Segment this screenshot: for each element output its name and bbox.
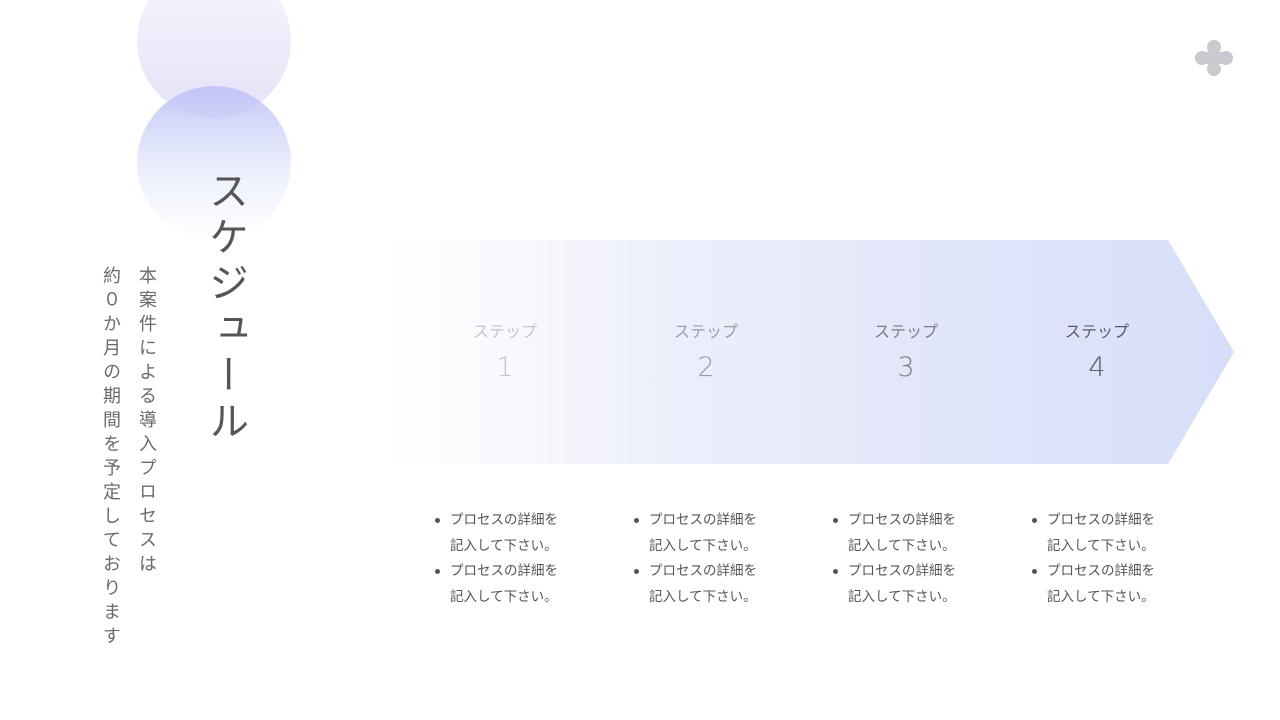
detail-text-line: プロセスの詳細を <box>450 563 558 579</box>
detail-text-line: プロセスの詳細を <box>1047 512 1155 528</box>
step-number: 2 <box>697 352 715 383</box>
step-2: ステップ 2 <box>636 318 776 383</box>
detail-text-line: 記入して下さい。 <box>649 588 757 605</box>
step-1: ステップ 1 <box>435 318 575 383</box>
step-number: 3 <box>897 352 915 383</box>
detail-text-line: プロセスの詳細を <box>1047 563 1155 579</box>
decorative-circle-bottom <box>137 86 291 240</box>
step-1-details: プロセスの詳細を 記入して下さい。 プロセスの詳細を 記入して下さい。 <box>434 508 604 610</box>
detail-text-line: プロセスの詳細を <box>848 512 956 528</box>
detail-text-line: プロセスの詳細を <box>848 563 956 579</box>
detail-text-line: 記入して下さい。 <box>450 588 558 605</box>
detail-item: プロセスの詳細を 記入して下さい。 <box>1031 508 1201 559</box>
detail-text-line: 記入して下さい。 <box>848 588 956 605</box>
detail-item: プロセスの詳細を 記入して下さい。 <box>633 559 803 610</box>
step-4-details: プロセスの詳細を 記入して下さい。 プロセスの詳細を 記入して下さい。 <box>1031 508 1201 610</box>
step-label: ステップ <box>472 322 537 341</box>
subtitle-line-2: 約０か月の期間を予定しております <box>100 266 121 650</box>
detail-text-line: プロセスの詳細を <box>649 563 757 579</box>
step-2-details: プロセスの詳細を 記入して下さい。 プロセスの詳細を 記入して下さい。 <box>633 508 803 610</box>
detail-item: プロセスの詳細を 記入して下さい。 <box>1031 559 1201 610</box>
detail-text-line: プロセスの詳細を <box>450 512 558 528</box>
step-number: 1 <box>496 352 514 383</box>
detail-item: プロセスの詳細を 記入して下さい。 <box>434 559 604 610</box>
detail-item: プロセスの詳細を 記入して下さい。 <box>434 508 604 559</box>
step-number: 4 <box>1088 352 1106 383</box>
schedule-arrow <box>380 240 1234 464</box>
detail-text-line: 記入して下さい。 <box>848 537 956 554</box>
step-4: ステップ 4 <box>1027 318 1167 383</box>
brand-logo-icon <box>1195 40 1233 76</box>
page-title: スケジュール <box>202 170 248 446</box>
detail-item: プロセスの詳細を 記入して下さい。 <box>832 559 1002 610</box>
step-3: ステップ 3 <box>836 318 976 383</box>
detail-item: プロセスの詳細を 記入して下さい。 <box>832 508 1002 559</box>
detail-item: プロセスの詳細を 記入して下さい。 <box>633 508 803 559</box>
subtitle-line-1: 本案件による導入プロセスは <box>136 266 157 578</box>
detail-text-line: 記入して下さい。 <box>649 537 757 554</box>
step-label: ステップ <box>673 322 738 341</box>
step-3-details: プロセスの詳細を 記入して下さい。 プロセスの詳細を 記入して下さい。 <box>832 508 1002 610</box>
detail-text-line: 記入して下さい。 <box>450 537 558 554</box>
step-label: ステップ <box>873 322 938 341</box>
step-label: ステップ <box>1064 322 1129 341</box>
detail-text-line: プロセスの詳細を <box>649 512 757 528</box>
detail-text-line: 記入して下さい。 <box>1047 588 1155 605</box>
detail-text-line: 記入して下さい。 <box>1047 537 1155 554</box>
